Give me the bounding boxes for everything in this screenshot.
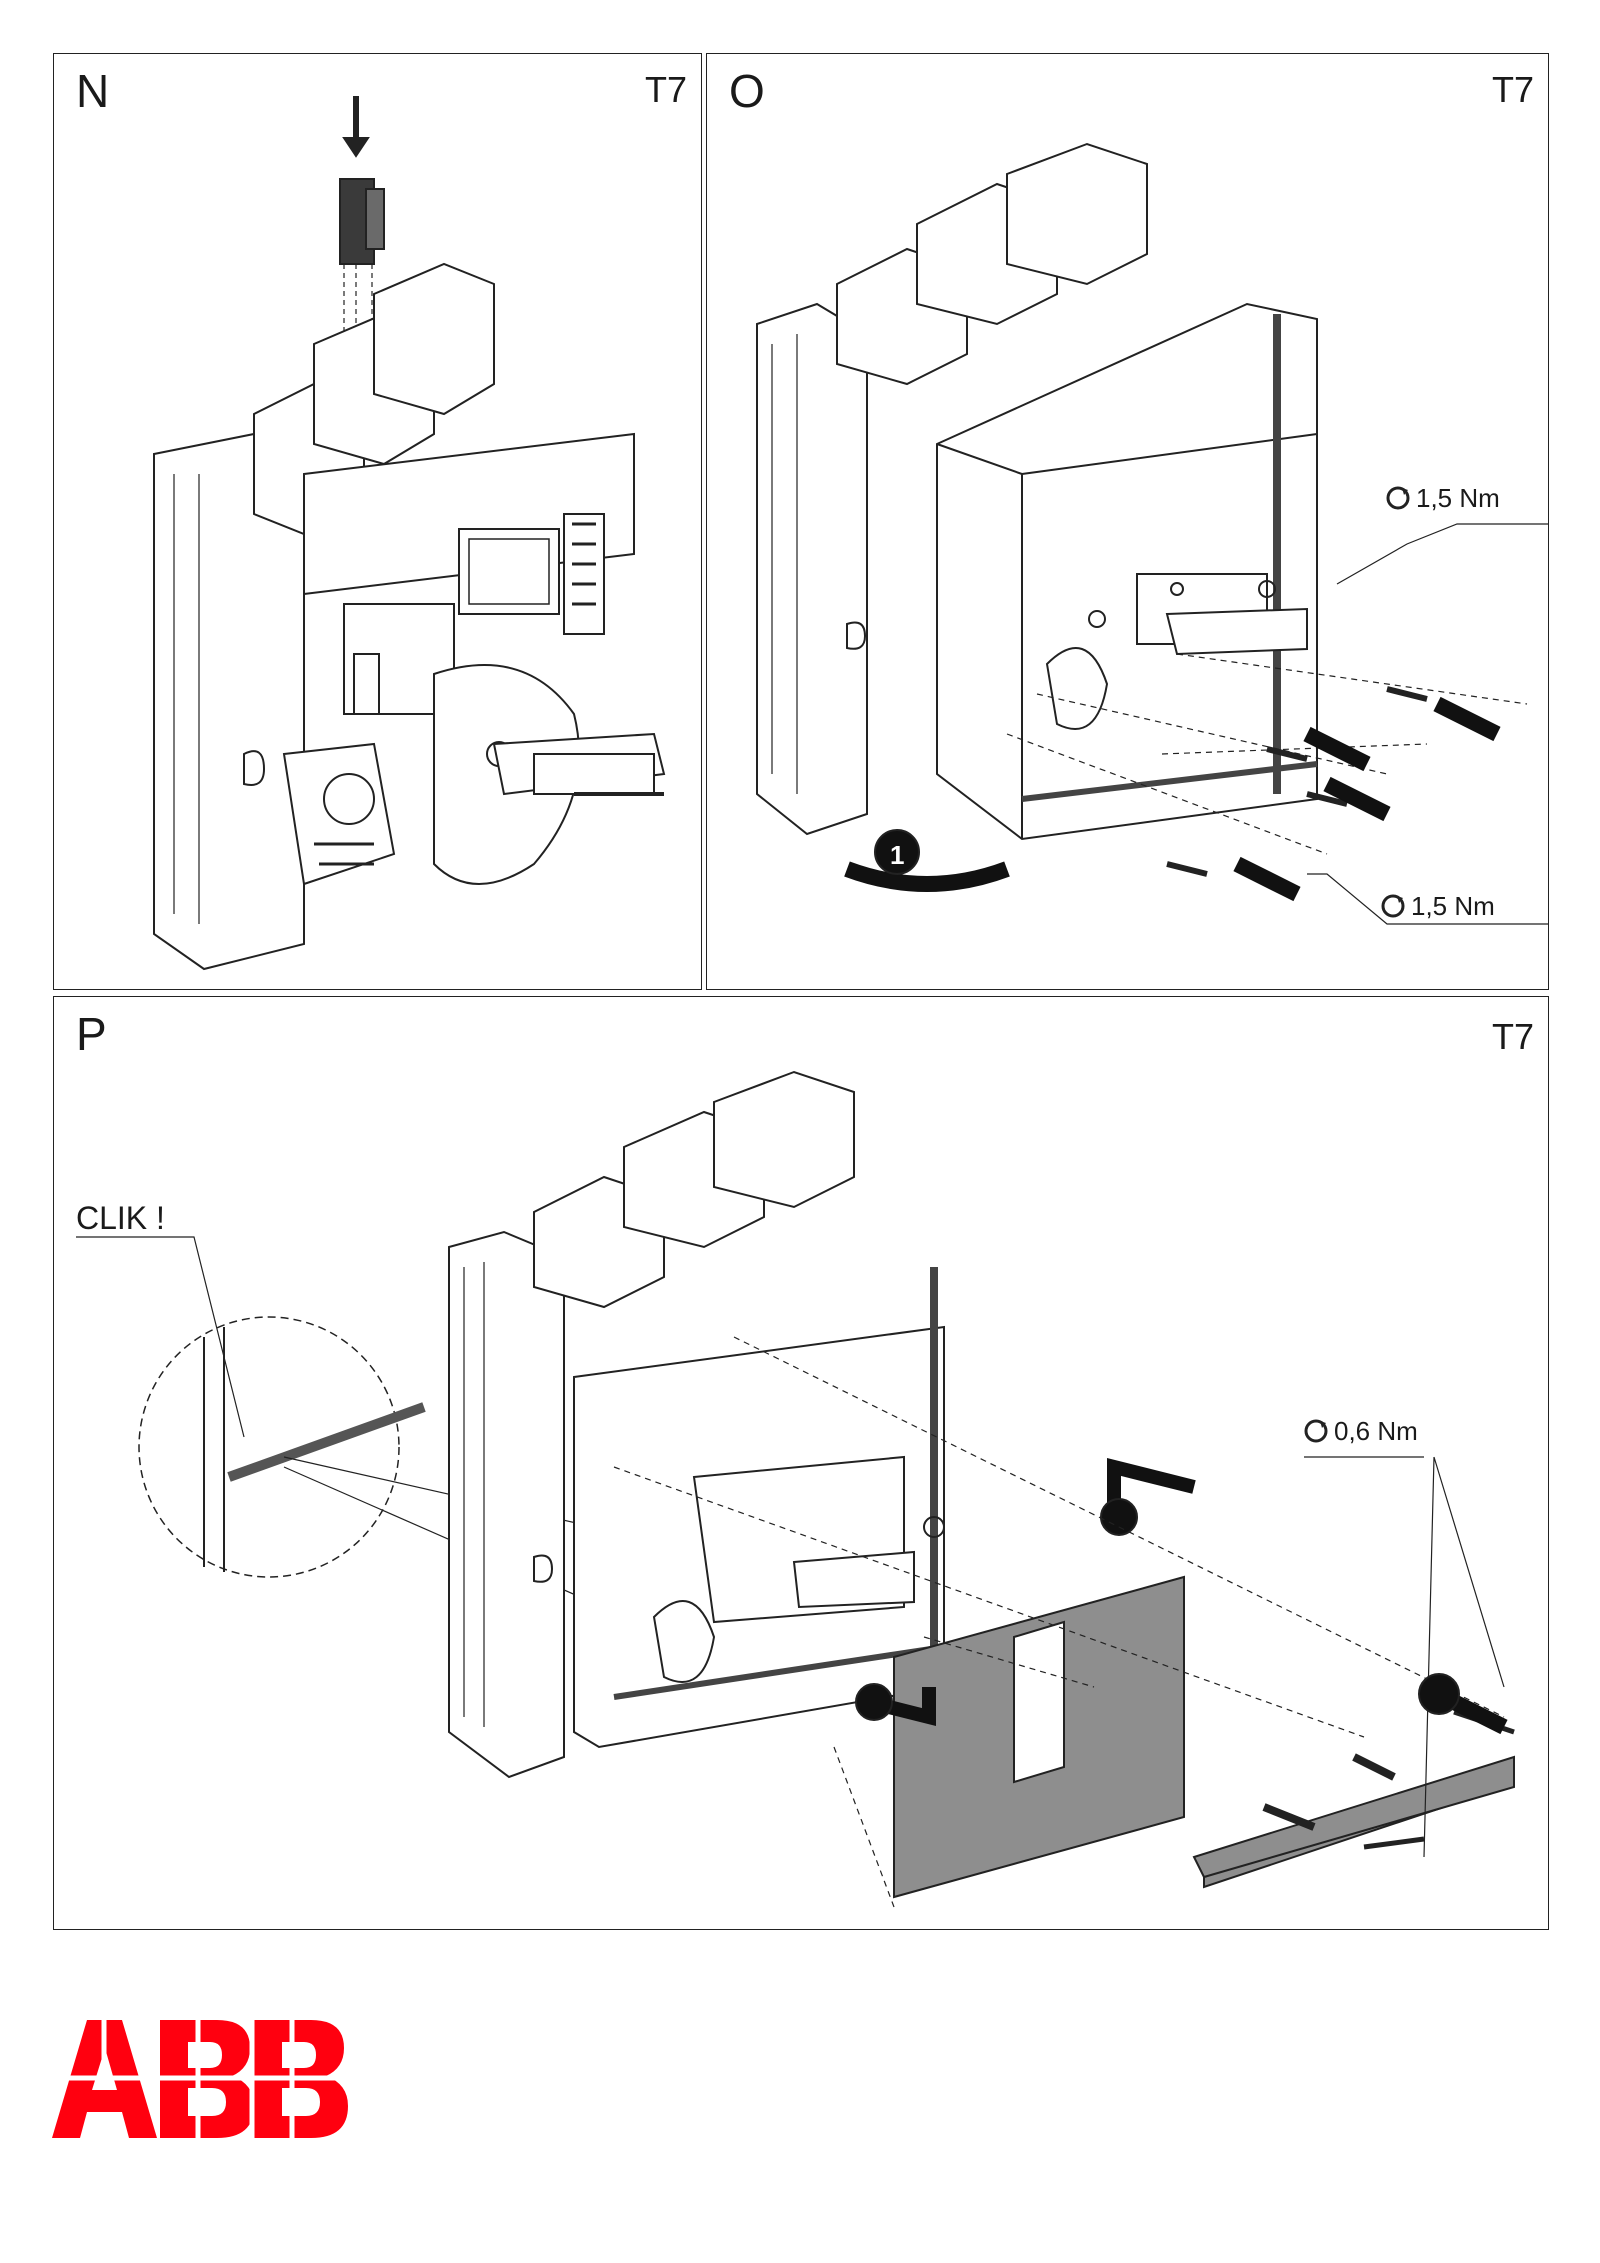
breaker-illustration-p bbox=[76, 1070, 1515, 1908]
torque-wrench-icon bbox=[1381, 894, 1405, 918]
abb-logo-mark bbox=[52, 2020, 348, 2138]
panel-letter: O bbox=[729, 65, 765, 117]
torque-wrench-icon bbox=[1304, 1419, 1328, 1443]
panel-n: N T7 bbox=[53, 53, 702, 990]
clik-callout: CLIK ! bbox=[76, 1200, 165, 1236]
panel-model: T7 bbox=[1491, 1016, 1534, 1057]
step-number: 1 bbox=[890, 840, 904, 870]
torque-wrench-icon bbox=[1386, 486, 1410, 510]
panel-p: P T7 CLIK ! 0,6 Nm bbox=[53, 996, 1549, 1930]
torque-spec-lower: 1,5 Nm bbox=[1379, 892, 1495, 920]
breaker-illustration-n bbox=[153, 96, 666, 971]
torque-value: 1,5 Nm bbox=[1416, 483, 1500, 513]
torque-value: 1,5 Nm bbox=[1411, 891, 1495, 921]
panel-model: T7 bbox=[644, 69, 687, 110]
panel-model: T7 bbox=[1491, 69, 1534, 110]
torque-spec: 0,6 Nm bbox=[1302, 1417, 1418, 1445]
breaker-illustration-o: 1 bbox=[756, 142, 1548, 925]
panel-letter: P bbox=[76, 1008, 107, 1060]
torque-spec-upper: 1,5 Nm bbox=[1384, 484, 1500, 512]
abb-logo bbox=[52, 2020, 348, 2143]
panel-letter: N bbox=[76, 65, 110, 117]
torque-value: 0,6 Nm bbox=[1334, 1416, 1418, 1446]
panel-o: O T7 1,5 Nm 1,5 Nm bbox=[706, 53, 1549, 990]
